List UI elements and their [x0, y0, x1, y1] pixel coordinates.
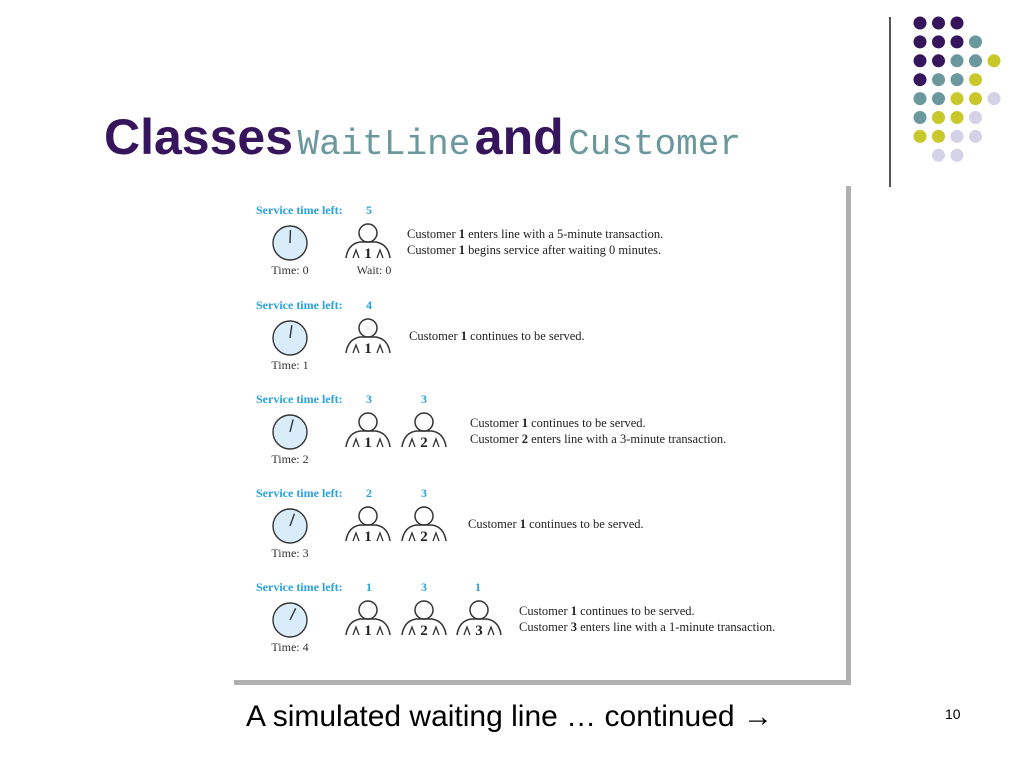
service-time-value: 2: [366, 486, 372, 500]
customer-1-figure: 1: [345, 506, 391, 545]
decor-dot: [932, 129, 945, 143]
decor-dot: [950, 129, 964, 143]
service-time-value: 4: [366, 298, 372, 312]
service-time-value: 3: [421, 486, 427, 500]
decor-dot: [950, 111, 964, 124]
decorative-dot-grid: [913, 16, 1001, 162]
service-time-label: Service time left:: [256, 203, 343, 217]
decor-dot: [950, 73, 964, 87]
clock-icon: [272, 225, 308, 261]
customer-number-label: 1: [364, 341, 372, 357]
decor-dot: [913, 16, 927, 30]
decor-dot: [969, 54, 982, 68]
service-time-label: Service time left:: [256, 580, 343, 594]
service-time-value: 1: [366, 580, 372, 594]
decor-dot: [932, 111, 945, 124]
figure-caption: A simulated waiting line … continued →: [246, 700, 773, 733]
decor-dot: [950, 16, 964, 30]
customer-number-label: 1: [364, 529, 372, 545]
decor-dot: [932, 16, 945, 30]
decor-dot: [950, 148, 964, 162]
decor-dot: [950, 54, 964, 68]
step-description: Customer 3 enters line with a 1-minute t…: [519, 620, 775, 634]
step-description: Customer 1 continues to be served.: [519, 604, 695, 618]
time-label: Time: 3: [271, 546, 308, 560]
decor-dot: [987, 54, 1001, 68]
time-label: Time: 2: [271, 452, 308, 466]
customer-number-label: 1: [364, 435, 372, 451]
step-description: Customer 1 continues to be served.: [470, 416, 646, 430]
customer-1-figure: 1: [345, 318, 391, 357]
clock-icon: [272, 508, 308, 544]
title-and: and: [474, 109, 564, 165]
customer-1-figure: 1: [345, 412, 391, 451]
clock-icon: [272, 602, 308, 638]
decor-dot: [969, 129, 982, 143]
customer-number-label: 2: [420, 435, 428, 451]
service-time-label: Service time left:: [256, 392, 343, 406]
decor-dot: [913, 54, 927, 68]
decor-dot: [913, 111, 927, 124]
decor-dot: [932, 92, 945, 106]
step-description: Customer 1 enters line with a 5-minute t…: [407, 227, 663, 241]
slide-title: Classes WaitLine and Customer: [104, 108, 741, 166]
decor-dot: [913, 92, 927, 106]
time-label: Time: 1: [271, 358, 308, 372]
decor-dot: [913, 35, 927, 49]
title-classes: Classes: [104, 109, 294, 165]
decor-dot: [969, 111, 982, 124]
customer-number-label: 1: [364, 246, 372, 262]
customer-1-figure: 1: [345, 600, 391, 639]
customer-number-label: 2: [420, 623, 428, 639]
slide-number: 10: [945, 706, 961, 722]
decor-dot: [987, 92, 1001, 106]
title-customer: Customer: [568, 124, 741, 165]
title-waitline: WaitLine: [297, 124, 471, 165]
service-time-label: Service time left:: [256, 486, 343, 500]
decor-dot: [950, 35, 964, 49]
decor-dot: [969, 92, 982, 106]
customer-2-figure: 2: [401, 412, 447, 451]
customer-number-label: 2: [420, 529, 428, 545]
decor-dot: [969, 35, 982, 49]
clock-icon: [272, 320, 308, 356]
customer-3-figure: 3: [456, 600, 502, 639]
customer-1-figure: 1: [345, 223, 391, 262]
service-time-value: 1: [475, 580, 481, 594]
customer-2-figure: 2: [401, 506, 447, 545]
service-time-value: 3: [366, 392, 372, 406]
step-description: Customer 1 continues to be served.: [409, 329, 585, 343]
service-time-value: 3: [421, 580, 427, 594]
customer-number-label: 1: [364, 623, 372, 639]
service-time-value: 3: [421, 392, 427, 406]
customer-number-label: 3: [475, 623, 483, 639]
decor-dot: [913, 129, 927, 143]
clock-icon: [272, 414, 308, 450]
service-time-value: 5: [366, 203, 372, 217]
service-time-label: Service time left:: [256, 298, 343, 312]
step-description: Customer 1 begins service after waiting …: [407, 243, 661, 257]
step-description: Customer 2 enters line with a 3-minute t…: [470, 432, 726, 446]
decor-dot: [950, 92, 964, 106]
decor-dot: [913, 73, 927, 87]
customer-2-figure: 2: [401, 600, 447, 639]
decor-dot: [932, 148, 945, 162]
header-divider: [889, 17, 891, 187]
decor-dot: [932, 35, 945, 49]
time-label: Time: 0: [271, 263, 308, 277]
wait-label: Wait: 0: [357, 263, 392, 277]
decor-dot: [932, 54, 945, 68]
decor-dot: [932, 73, 945, 87]
decor-dot: [969, 73, 982, 87]
step-description: Customer 1 continues to be served.: [468, 517, 644, 531]
time-label: Time: 4: [271, 640, 308, 654]
